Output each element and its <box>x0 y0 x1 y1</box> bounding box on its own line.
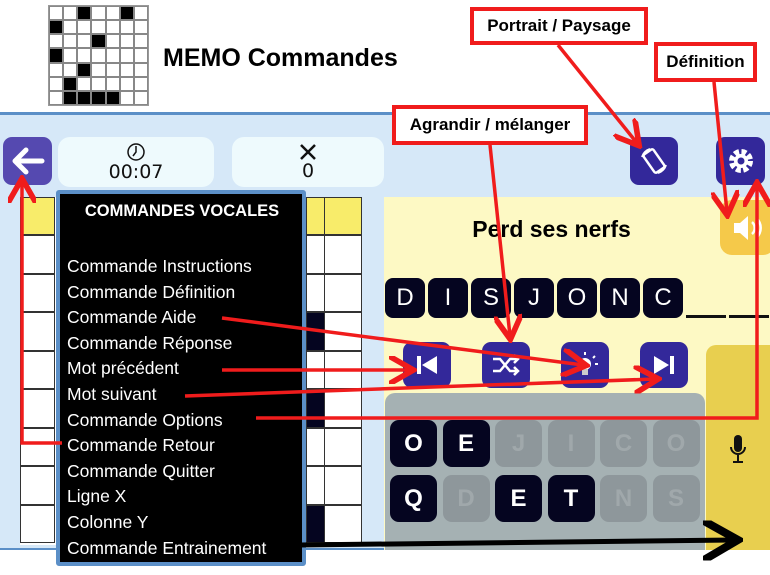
skip-previous-icon <box>417 356 437 374</box>
voice-commands-title: COMMANDES VOCALES <box>84 202 280 220</box>
letter-key[interactable]: C <box>600 420 647 467</box>
answer-letter-tile[interactable]: N <box>600 278 640 318</box>
grid-cell[interactable] <box>20 197 55 235</box>
voice-command-item: Mot précédent <box>67 358 179 379</box>
shuffle-button[interactable] <box>482 342 530 388</box>
cross-icon <box>300 144 316 160</box>
letter-key[interactable]: O <box>390 420 437 467</box>
grid-cell[interactable] <box>306 312 325 351</box>
grid-cell[interactable] <box>324 312 362 351</box>
grid-cell[interactable] <box>20 504 55 543</box>
grid-cell[interactable] <box>20 427 55 466</box>
gear-icon <box>728 149 753 173</box>
voice-command-item: Commande Quitter <box>67 460 215 481</box>
voice-command-item: Colonne Y <box>67 511 149 532</box>
grid-cell[interactable] <box>306 197 325 235</box>
previous-word-button[interactable] <box>403 342 451 388</box>
voice-command-item: Mot suivant <box>67 383 157 404</box>
letter-key[interactable]: T <box>547 475 595 522</box>
voice-command-item: Commande Retour <box>67 435 215 456</box>
grid-cell[interactable] <box>306 504 325 543</box>
microphone-icon <box>730 435 746 463</box>
timer: 00:07 <box>58 137 214 187</box>
lightbulb-icon <box>572 352 598 375</box>
shuffle-icon <box>493 354 520 376</box>
grid-cell[interactable] <box>306 350 325 389</box>
app-logo <box>48 5 149 106</box>
voice-command-item: Commande Définition <box>67 281 236 302</box>
hint-button[interactable] <box>561 342 609 388</box>
annotation-agrandir: Agrandir / mélanger <box>392 105 588 145</box>
voice-command-item: Ligne X <box>67 486 127 507</box>
speaker-icon <box>733 215 762 240</box>
voice-command-item: Commande Réponse <box>67 332 233 353</box>
grid-cell[interactable] <box>324 427 362 466</box>
voice-command-item: Commande Options <box>67 409 223 430</box>
answer-letter-tile[interactable]: S <box>471 278 511 318</box>
grid-cell[interactable] <box>306 235 325 274</box>
letter-key[interactable]: D <box>442 475 490 522</box>
error-counter: 0 <box>232 137 384 187</box>
grid-cell[interactable] <box>324 466 362 505</box>
answer-letter-tile[interactable]: J <box>514 278 554 318</box>
answer-letter-tile[interactable]: C <box>643 278 683 318</box>
grid-cell[interactable] <box>20 466 55 505</box>
timer-value: 00:07 <box>108 161 164 183</box>
skip-next-icon <box>654 356 674 374</box>
page-title: MEMO Commandes <box>163 44 398 72</box>
grid-cell[interactable] <box>324 389 362 428</box>
answer-letter-tile[interactable]: O <box>557 278 597 318</box>
voice-command-item: Commande Entrainement <box>67 537 267 558</box>
empty-letter-slot[interactable] <box>686 315 726 318</box>
grid-cell[interactable] <box>306 427 325 466</box>
next-word-button[interactable] <box>640 342 688 388</box>
back-button[interactable] <box>3 137 52 185</box>
letter-key[interactable]: E <box>495 475 542 522</box>
grid-cell[interactable] <box>20 312 55 351</box>
answer-letter-tile[interactable]: I <box>428 278 468 318</box>
grid-cell[interactable] <box>20 235 55 274</box>
letter-key[interactable]: I <box>547 420 595 467</box>
annotation-portrait: Portrait / Paysage <box>470 7 648 45</box>
grid-cell[interactable] <box>306 273 325 312</box>
voice-command-item: Commande Aide <box>67 307 197 328</box>
error-count: 0 <box>301 160 315 182</box>
voice-command-item: Commande Instructions <box>67 256 252 276</box>
clock-icon <box>127 143 145 161</box>
voice-panel[interactable] <box>706 345 770 550</box>
grid-cell[interactable] <box>324 273 362 312</box>
speak-definition-button[interactable] <box>720 200 770 255</box>
empty-letter-slot[interactable] <box>729 315 769 318</box>
letter-key[interactable]: O <box>652 420 700 467</box>
letter-key[interactable]: Q <box>390 475 437 522</box>
annotation-definition: Définition <box>654 42 757 82</box>
answer-letter-tile[interactable]: D <box>385 278 425 318</box>
grid-cell[interactable] <box>306 389 325 428</box>
rotate-button[interactable] <box>630 137 678 185</box>
grid-cell[interactable] <box>306 466 325 505</box>
clue-text: Perd ses nerfs <box>472 216 631 242</box>
grid-cell[interactable] <box>20 273 55 312</box>
grid-cell[interactable] <box>324 350 362 389</box>
grid-cell[interactable] <box>20 350 55 389</box>
settings-button[interactable] <box>716 137 765 185</box>
screen-rotation-icon <box>641 148 667 174</box>
grid-cell[interactable] <box>324 504 362 543</box>
letter-key[interactable]: N <box>600 475 647 522</box>
letter-key[interactable]: S <box>652 475 700 522</box>
arrow-left-icon <box>12 147 44 175</box>
grid-cell[interactable] <box>324 235 362 274</box>
letter-key[interactable]: J <box>495 420 542 467</box>
grid-cell[interactable] <box>324 197 362 235</box>
letter-key[interactable]: E <box>442 420 490 467</box>
grid-cell[interactable] <box>20 389 55 428</box>
